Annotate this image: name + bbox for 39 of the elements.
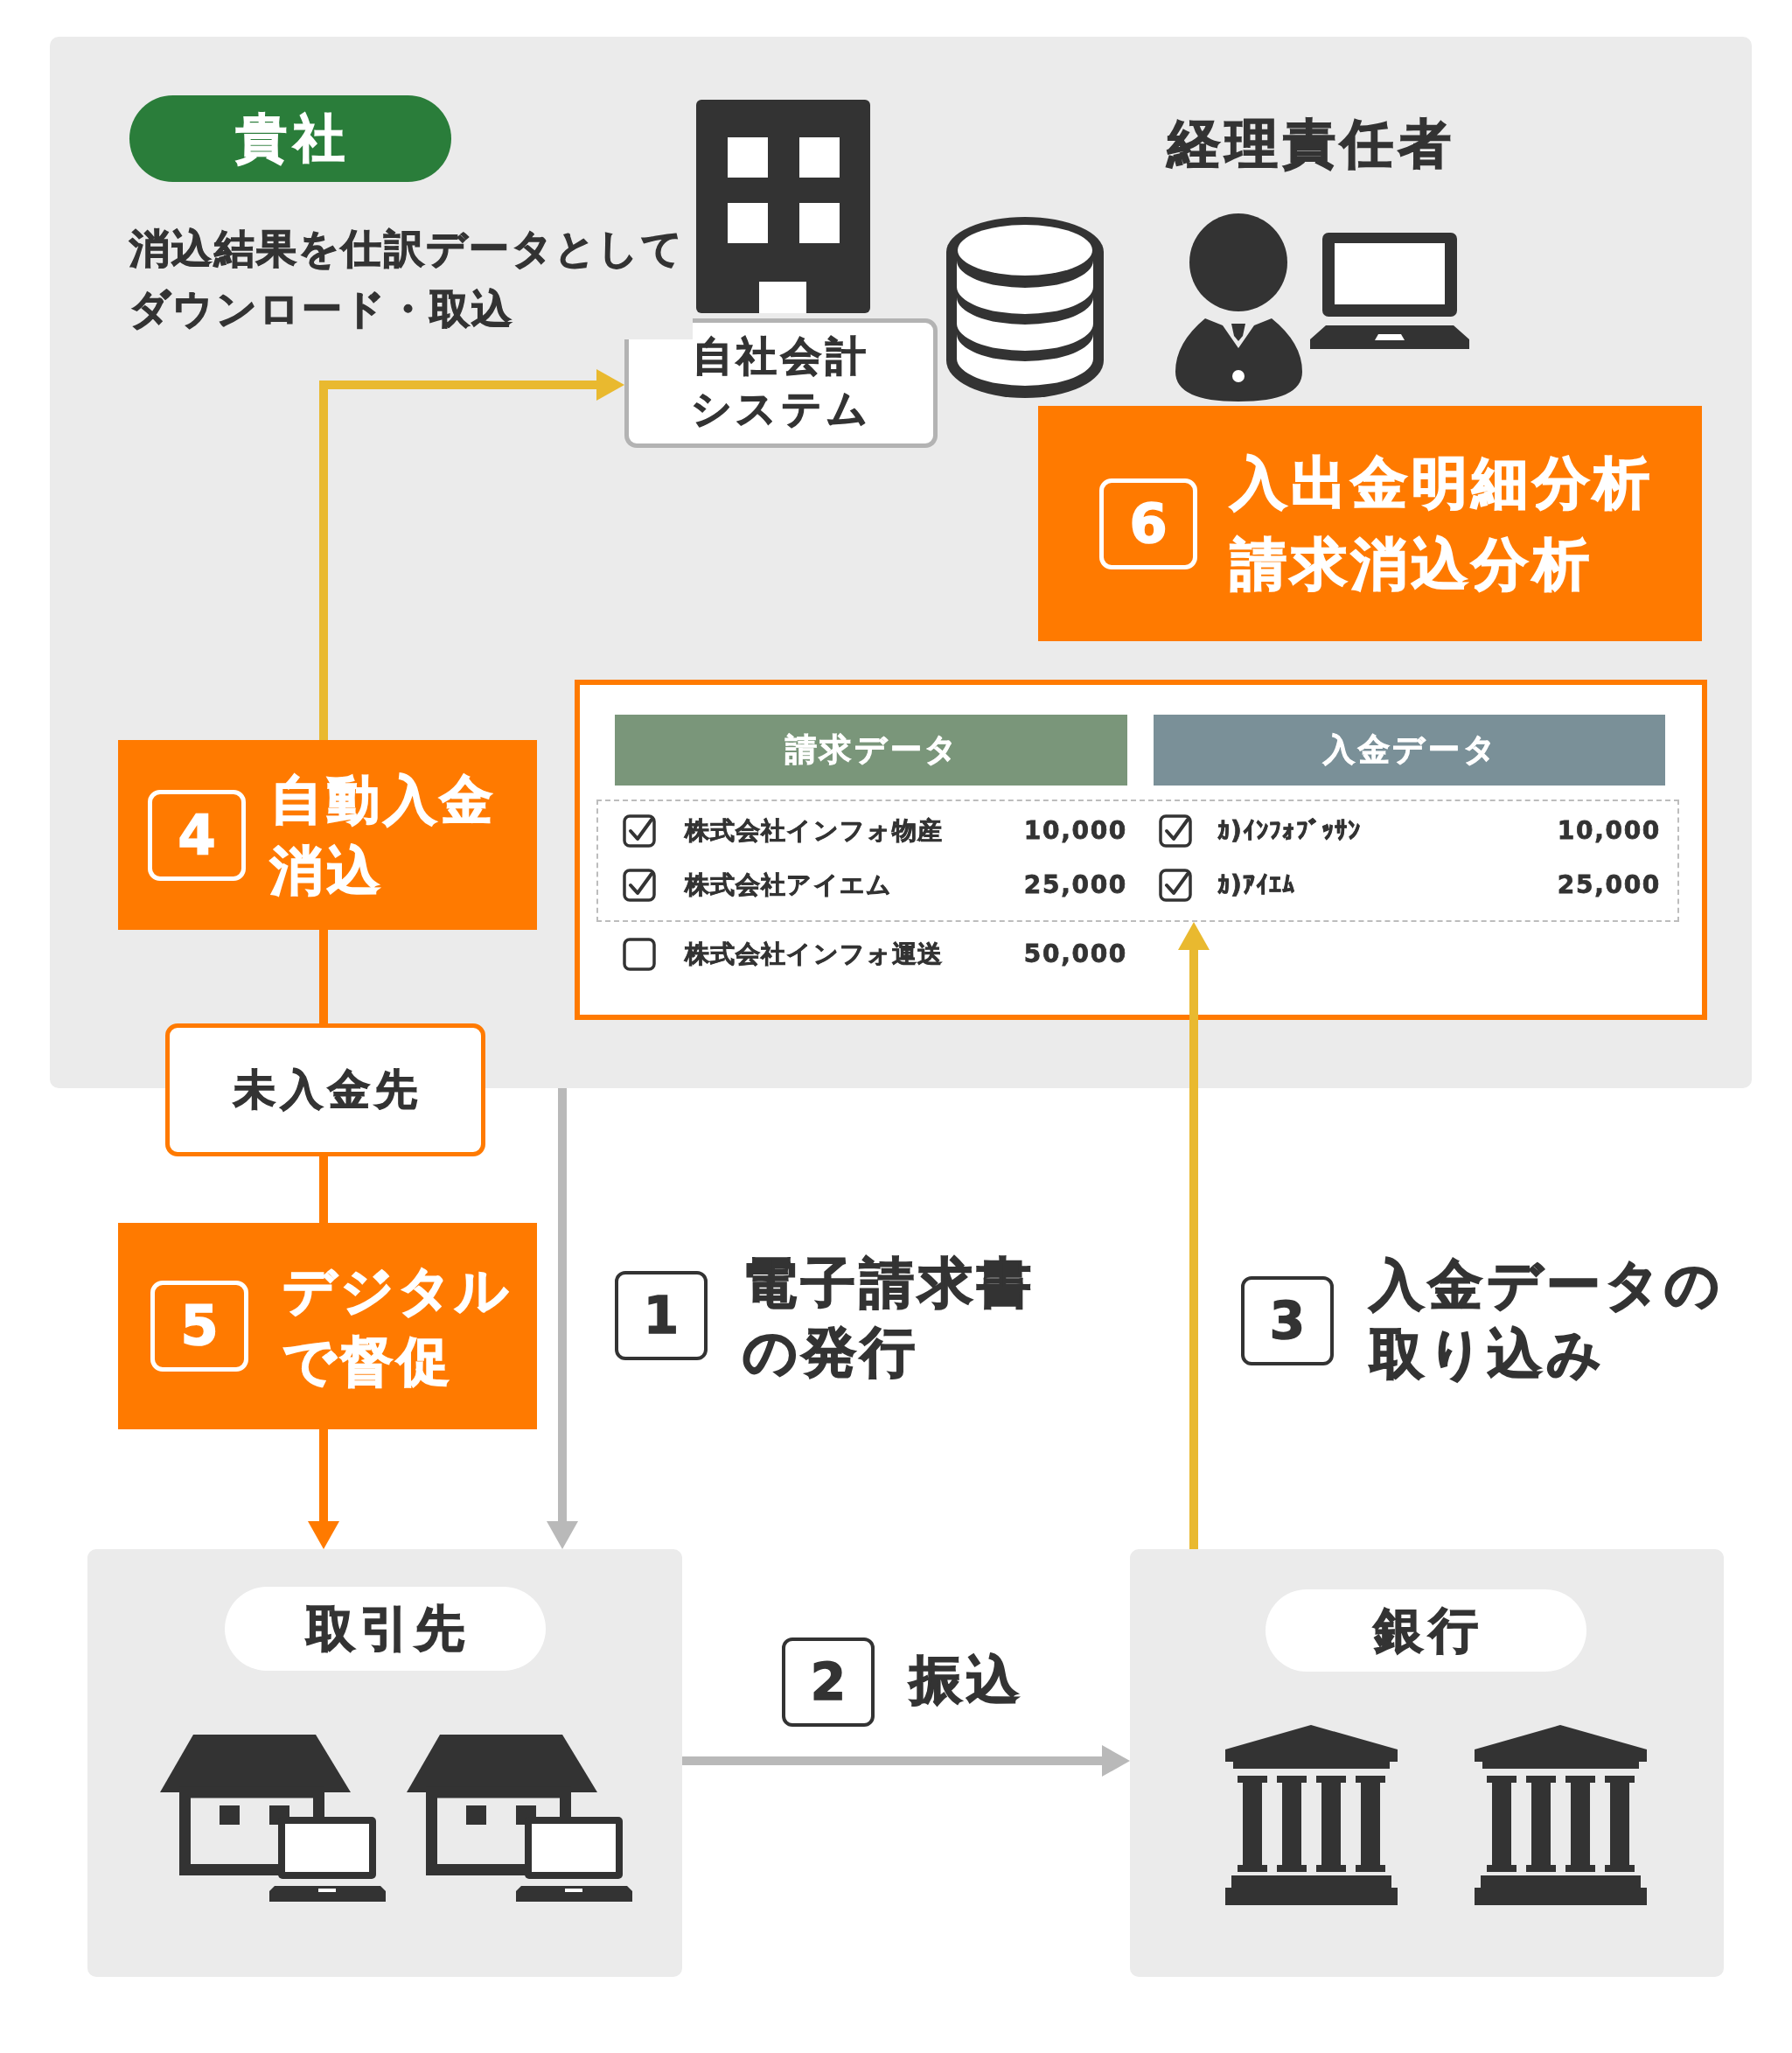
column-header: 請求データ (615, 715, 1127, 786)
process-box: 未入金先 (165, 1023, 485, 1156)
company-name: 株式会社インフォ物産 (685, 815, 944, 847)
arrow (308, 1429, 339, 1549)
dashed-frame (596, 800, 1679, 922)
heading-pill: 取引先 (225, 1587, 546, 1671)
step-box (118, 740, 537, 930)
step-number: 3 (1241, 1276, 1334, 1365)
column-header: 入金データ (1154, 715, 1665, 786)
step-number: 4 (148, 789, 246, 881)
arrow (682, 1745, 1130, 1777)
step-box (118, 1223, 537, 1429)
amount: 50,000 (1023, 939, 1127, 970)
arrow (1178, 922, 1210, 1549)
step-title: 自動入金消込 (270, 767, 499, 903)
company-name: 株式会社アイエム (685, 869, 892, 901)
company-name: ｶ)ｲﾝﾌｫﾌﾞｯｻﾝ (1217, 815, 1361, 847)
arrow (319, 369, 624, 740)
step-number: 2 (782, 1638, 875, 1727)
system-box: 自社会計システム (624, 318, 938, 448)
role-label: 経理責任者 (1168, 112, 1456, 175)
amount: 10,000 (1023, 815, 1127, 847)
heading-pill: 貴社 (129, 95, 451, 182)
arrow (547, 1088, 578, 1549)
company-name: ｶ)ｱｲｴﾑ (1217, 869, 1296, 901)
step-box (1038, 406, 1702, 641)
step-number: 5 (150, 1281, 248, 1372)
connector-line (319, 930, 328, 1023)
step-number: 6 (1099, 478, 1197, 569)
step-number: 1 (615, 1271, 708, 1360)
connector-line (319, 1156, 328, 1223)
amount: 10,000 (1557, 815, 1661, 847)
heading-pill: 銀行 (1266, 1589, 1586, 1672)
company-name: 株式会社インフォ運送 (685, 939, 944, 970)
step-title: 入出金明細分析請求消込分析 (1231, 449, 1655, 598)
amount: 25,000 (1557, 869, 1661, 901)
step-title: デジタルで督促 (282, 1259, 514, 1393)
table-panel (575, 680, 1707, 1020)
amount: 25,000 (1023, 869, 1127, 901)
